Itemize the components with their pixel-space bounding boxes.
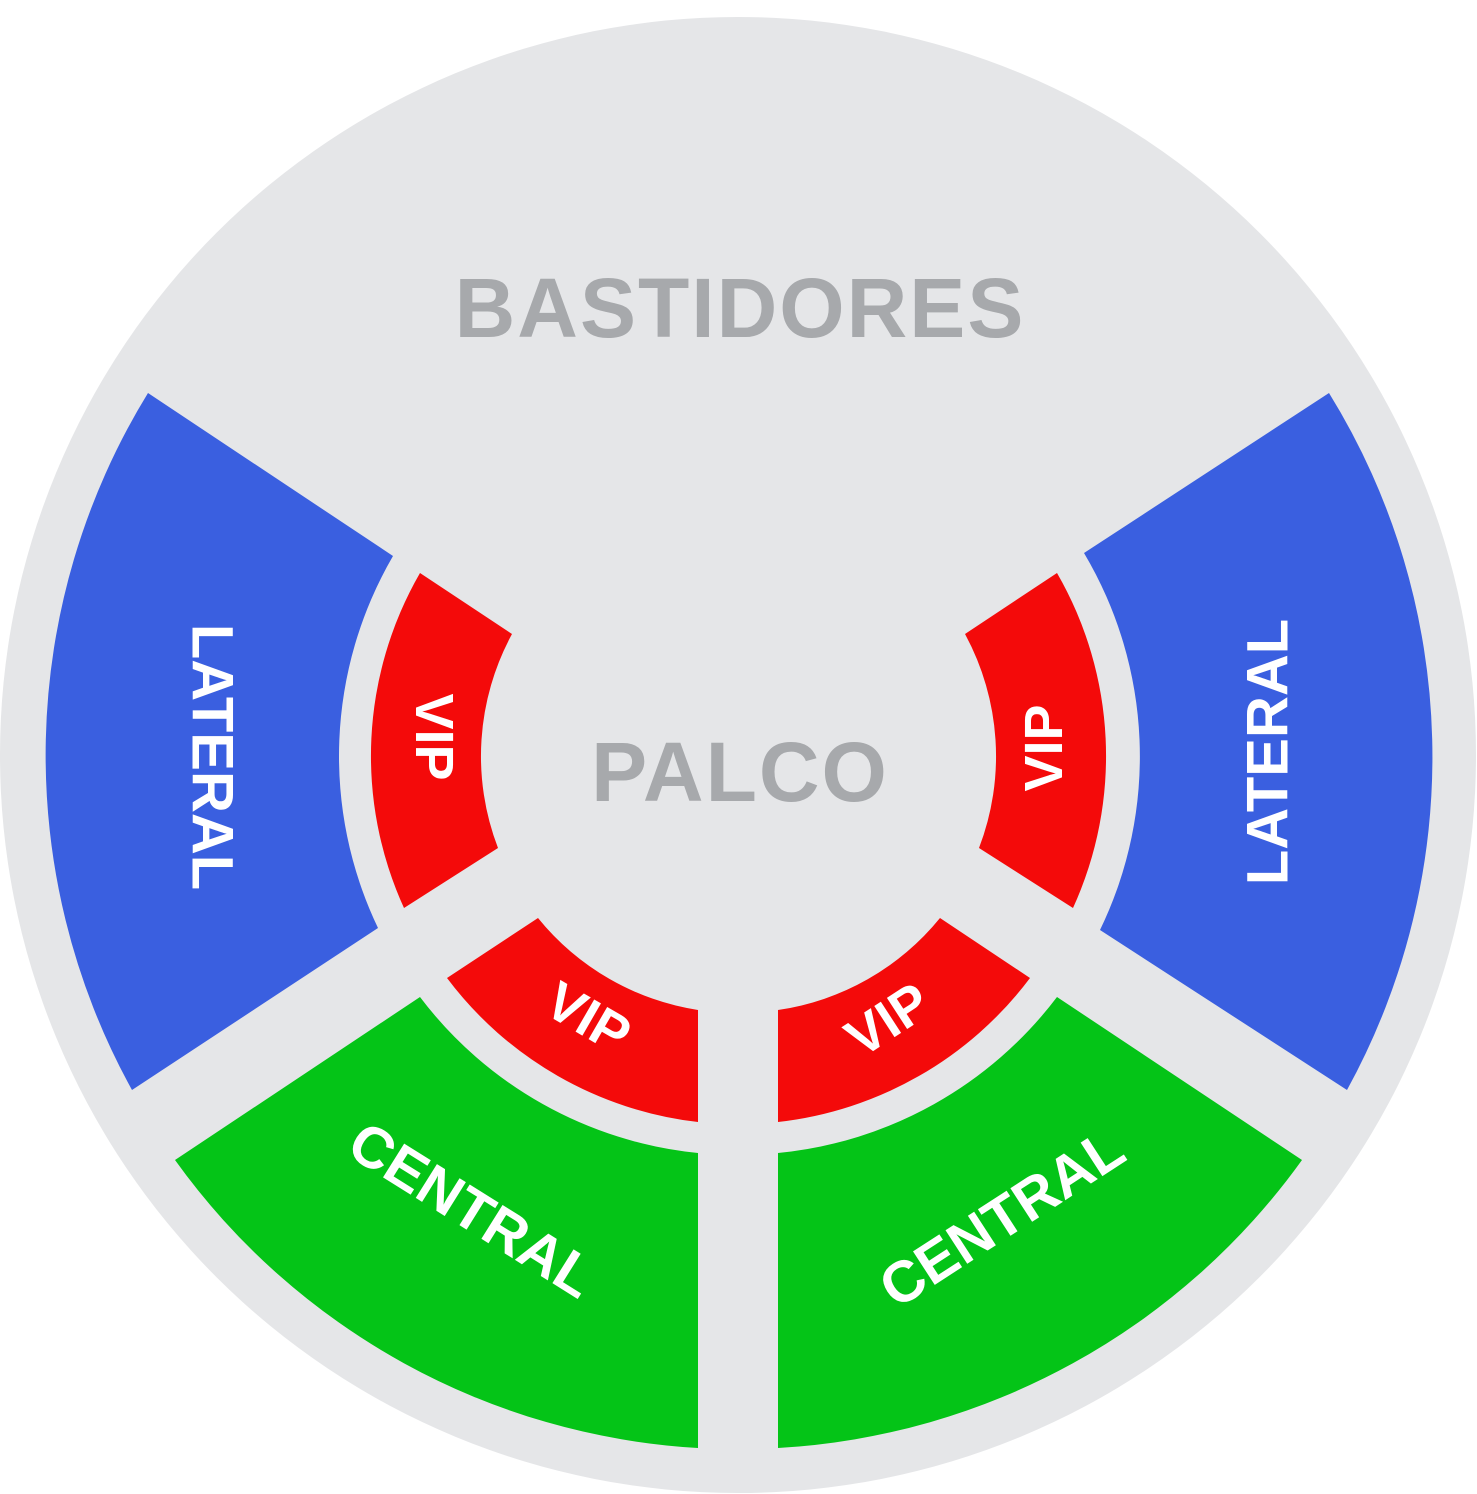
central-right-shape[interactable] bbox=[778, 997, 1302, 1448]
lateral-left-shape[interactable] bbox=[45, 393, 393, 1090]
vip-left-shape[interactable] bbox=[370, 573, 512, 908]
lateral-right-shape[interactable] bbox=[1084, 393, 1433, 1090]
vip-right-label: VIP bbox=[1014, 704, 1074, 791]
section-central-left[interactable]: CENTRAL bbox=[175, 997, 698, 1448]
vip-left-label: VIP bbox=[404, 693, 464, 780]
section-vip-bottom-left[interactable]: VIP bbox=[447, 918, 698, 1122]
lateral-left-label: LATERAL bbox=[180, 624, 245, 890]
vip-bottom-right-shape[interactable] bbox=[778, 918, 1030, 1122]
vip-bottom-left-shape[interactable] bbox=[447, 918, 698, 1122]
vip-right-shape[interactable] bbox=[965, 573, 1107, 908]
stage-label: PALCO bbox=[591, 725, 889, 819]
backstage-label: BASTIDORES bbox=[455, 261, 1026, 355]
section-central-right[interactable]: CENTRAL bbox=[778, 997, 1302, 1448]
lateral-right-label: LATERAL bbox=[1236, 619, 1301, 885]
section-vip-left[interactable]: VIP bbox=[370, 573, 512, 908]
section-vip-bottom-right[interactable]: VIP bbox=[778, 918, 1030, 1122]
section-vip-right[interactable]: VIP bbox=[965, 573, 1107, 908]
central-left-shape[interactable] bbox=[175, 997, 698, 1448]
section-lateral-left[interactable]: LATERAL bbox=[45, 393, 393, 1090]
section-lateral-right[interactable]: LATERAL bbox=[1084, 393, 1433, 1090]
